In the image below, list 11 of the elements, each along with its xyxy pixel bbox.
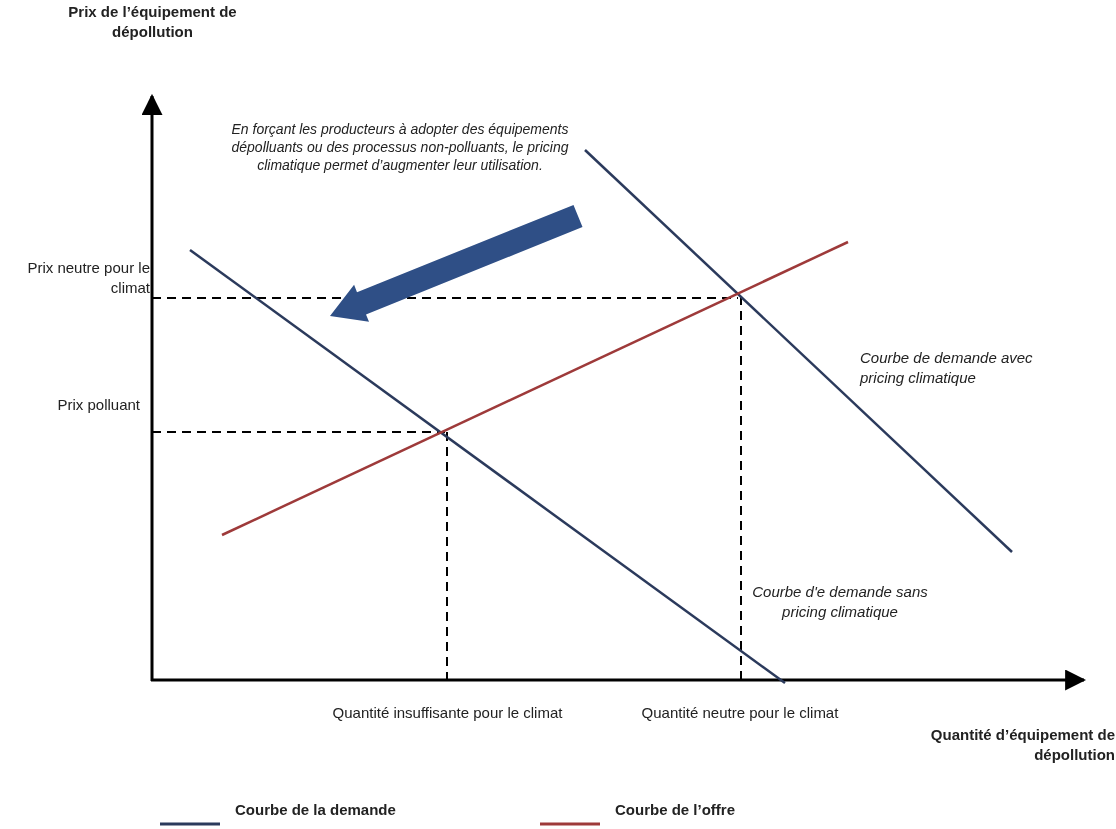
tick-label: Quantité insuffisante pour le climat bbox=[331, 703, 564, 723]
legend-label: Courbe de l’offre bbox=[615, 800, 735, 820]
curve-label: Courbe de demande avec pricing climatique bbox=[860, 348, 1034, 387]
axis-title: Quantité d’équipement de dépollution bbox=[929, 725, 1115, 764]
tick-label: Prix polluant bbox=[56, 395, 140, 415]
annotation-text: En forçant les producteurs à adopter des équipements dépolluants ou des processus non-polluants, le pricing climatique permet d’augmenter leur utilisation. bbox=[230, 120, 570, 175]
legend-label: Courbe de la demande bbox=[235, 800, 396, 820]
curve-label: Courbe d'e demande sans pricing climatique bbox=[751, 582, 929, 621]
axis-title: Prix de l’équipement de dépollution bbox=[67, 2, 238, 41]
tick-label: Quantité neutre pour le climat bbox=[640, 703, 840, 723]
tick-label: Prix neutre pour le climat bbox=[26, 258, 150, 297]
